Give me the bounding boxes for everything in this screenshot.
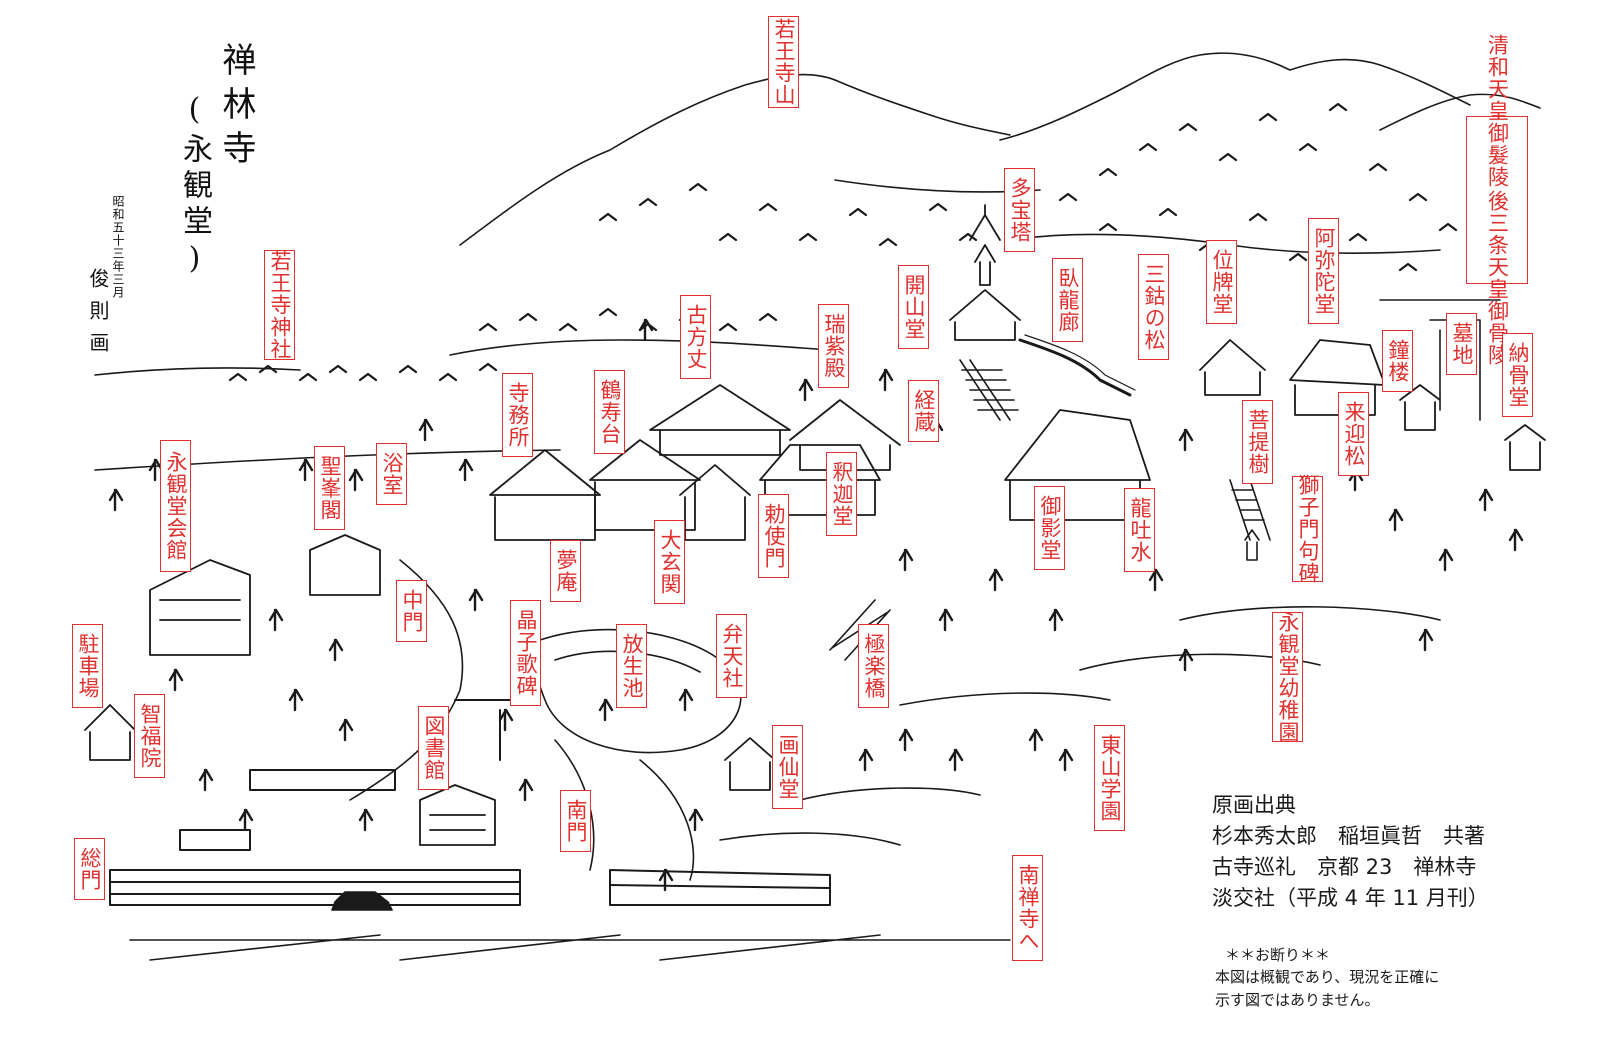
- label-chokushimon: 勅使門: [758, 494, 789, 578]
- chifukuin-roof: [84, 704, 136, 761]
- disclaimer-line-2: 示す図ではありません。: [1215, 991, 1380, 1009]
- temple-subtitle: (永観堂): [177, 92, 212, 282]
- ihaido-roof: [1199, 339, 1266, 396]
- disclaimer-heading: ＊＊お断り＊＊: [1225, 946, 1331, 964]
- label-ihaido: 位牌堂: [1206, 240, 1237, 324]
- label-tahoto: 多宝塔: [1004, 168, 1035, 252]
- building-group: [84, 204, 1546, 846]
- temple-title: 禅林寺: [216, 42, 256, 174]
- disclaimer-line-1: 本図は概観であり、現況を正確に: [1215, 968, 1440, 986]
- credits-heading: 原画出典: [1212, 793, 1296, 817]
- label-seiwa-ryo: 清和天皇御髮陵 後三条天皇御骨陵: [1466, 34, 1528, 366]
- kohojo-roof: [649, 384, 791, 456]
- toshokan-building: [419, 784, 496, 846]
- label-boti: 墓地: [1446, 313, 1477, 375]
- label-akiko-kahi: 晶子歌碑: [510, 600, 541, 706]
- label-ryutosui: 龍吐水: [1124, 488, 1155, 572]
- stairs: [959, 359, 1019, 421]
- label-shishimon-kuhi: 獅子門句碑: [1292, 474, 1323, 584]
- shoro-tower: [1399, 384, 1441, 431]
- disclaimer: ＊＊お断り＊＊ 本図は概観であり、現況を正確に 示す図ではありません。: [1215, 945, 1595, 1012]
- jimusho-roof: [489, 449, 601, 541]
- label-shakado: 釈迦堂: [826, 452, 857, 536]
- label-toshokan: 図書館: [418, 706, 449, 790]
- date-inscription: 昭和五十三年三月: [111, 195, 125, 299]
- label-bentensha: 弁天社: [716, 614, 747, 698]
- label-eikando-yochien: 永観堂幼稚園: [1272, 611, 1303, 743]
- kaisando-roof: [949, 289, 1021, 341]
- label-somon: 総門: [74, 838, 105, 900]
- label-gokurakubashi: 極楽橋: [858, 624, 889, 708]
- label-kohojo: 古方丈: [680, 295, 711, 379]
- outer-walls: [109, 699, 831, 906]
- stairs-right: [1229, 479, 1271, 541]
- garden-curve-5: [719, 832, 901, 846]
- garden-curve-1: [1179, 606, 1441, 621]
- label-nanmon: 南門: [560, 790, 591, 852]
- label-hojoike: 放生池: [616, 624, 647, 708]
- source-credits: 原画出典 杉本秀太郎 稲垣眞哲 共著 古寺巡礼 京都 23 禅林寺 淡交社（平成…: [1212, 790, 1592, 914]
- label-garyuro: 臥龍廊: [1052, 258, 1083, 342]
- credits-book: 古寺巡礼 京都 23 禅林寺: [1212, 855, 1477, 879]
- road: [129, 934, 1011, 961]
- label-yokushitsu: 浴室: [376, 443, 407, 505]
- label-chifukuin: 智福院: [134, 694, 165, 778]
- label-gasendo: 画仙堂: [772, 725, 803, 809]
- label-higashiyama-gakuen: 東山学園: [1094, 725, 1125, 831]
- mountain-middle-ridge: [999, 52, 1471, 141]
- mist-line-1: [94, 367, 301, 376]
- label-bodaiju: 菩提樹: [1242, 400, 1273, 484]
- path-1: [349, 559, 464, 801]
- artist-signature: 俊則画: [86, 268, 110, 364]
- credits-authors: 杉本秀太郎 稲垣眞哲 共著: [1212, 824, 1485, 848]
- shohokaku-building: [309, 534, 381, 596]
- mountain-left-ridge: [459, 73, 1011, 246]
- label-nakamon: 中門: [396, 580, 427, 642]
- garyuro-corridor: [1018, 338, 1132, 397]
- label-nanzenji-he: 南禅寺へ: [1012, 855, 1043, 961]
- label-eikando-kaikan: 永観堂会館: [160, 440, 191, 572]
- label-kaisando: 開山堂: [898, 265, 929, 349]
- nokotsudo-tower: [1504, 424, 1546, 471]
- label-muan: 夢庵: [550, 540, 581, 602]
- label-kakujudai: 鶴寿台: [594, 370, 625, 454]
- car: [331, 891, 393, 911]
- label-nokotsudo: 納骨堂: [1502, 333, 1533, 417]
- garden-curve-3: [899, 692, 1111, 706]
- hojoike-pond: [533, 628, 742, 754]
- label-raigomatsu: 来迎松: [1338, 392, 1369, 476]
- label-sanko-matsu: 三鈷の松: [1138, 254, 1169, 360]
- gasendo-roof: [724, 737, 776, 791]
- label-mieido: 御影堂: [1034, 486, 1065, 570]
- credits-publisher: 淡交社（平成 4 年 11 月刊）: [1212, 886, 1489, 910]
- label-daigenkan: 大玄関: [654, 520, 685, 604]
- label-shohokaku: 聖峯閣: [314, 446, 345, 530]
- label-seiwa-ryo-col1: 清和天皇御髮陵: [1485, 34, 1510, 188]
- label-nyakuoji-san: 若王寺山: [768, 16, 799, 108]
- tahoto-tower: [969, 204, 1001, 286]
- path-3: [639, 759, 695, 881]
- ridge-ground-1: [449, 339, 831, 356]
- label-nyakuoji-jinja: 若王寺神社: [264, 250, 295, 360]
- kaikan-building: [149, 559, 251, 656]
- garden-curve-4: [799, 787, 981, 801]
- kakujudai-roof: [679, 464, 751, 541]
- label-chushajo: 駐車場: [72, 624, 103, 708]
- label-zuishiden: 瑞紫殿: [818, 304, 849, 388]
- label-jimusho: 寺務所: [502, 373, 533, 457]
- mountain-right-ridge: [1379, 93, 1541, 131]
- amidado-roof: [1289, 339, 1386, 416]
- label-kyozo: 経蔵: [908, 380, 939, 442]
- stone-lantern: [1244, 529, 1260, 561]
- label-amidado: 阿弥陀堂: [1308, 218, 1339, 324]
- label-shoro: 鐘楼: [1382, 330, 1413, 392]
